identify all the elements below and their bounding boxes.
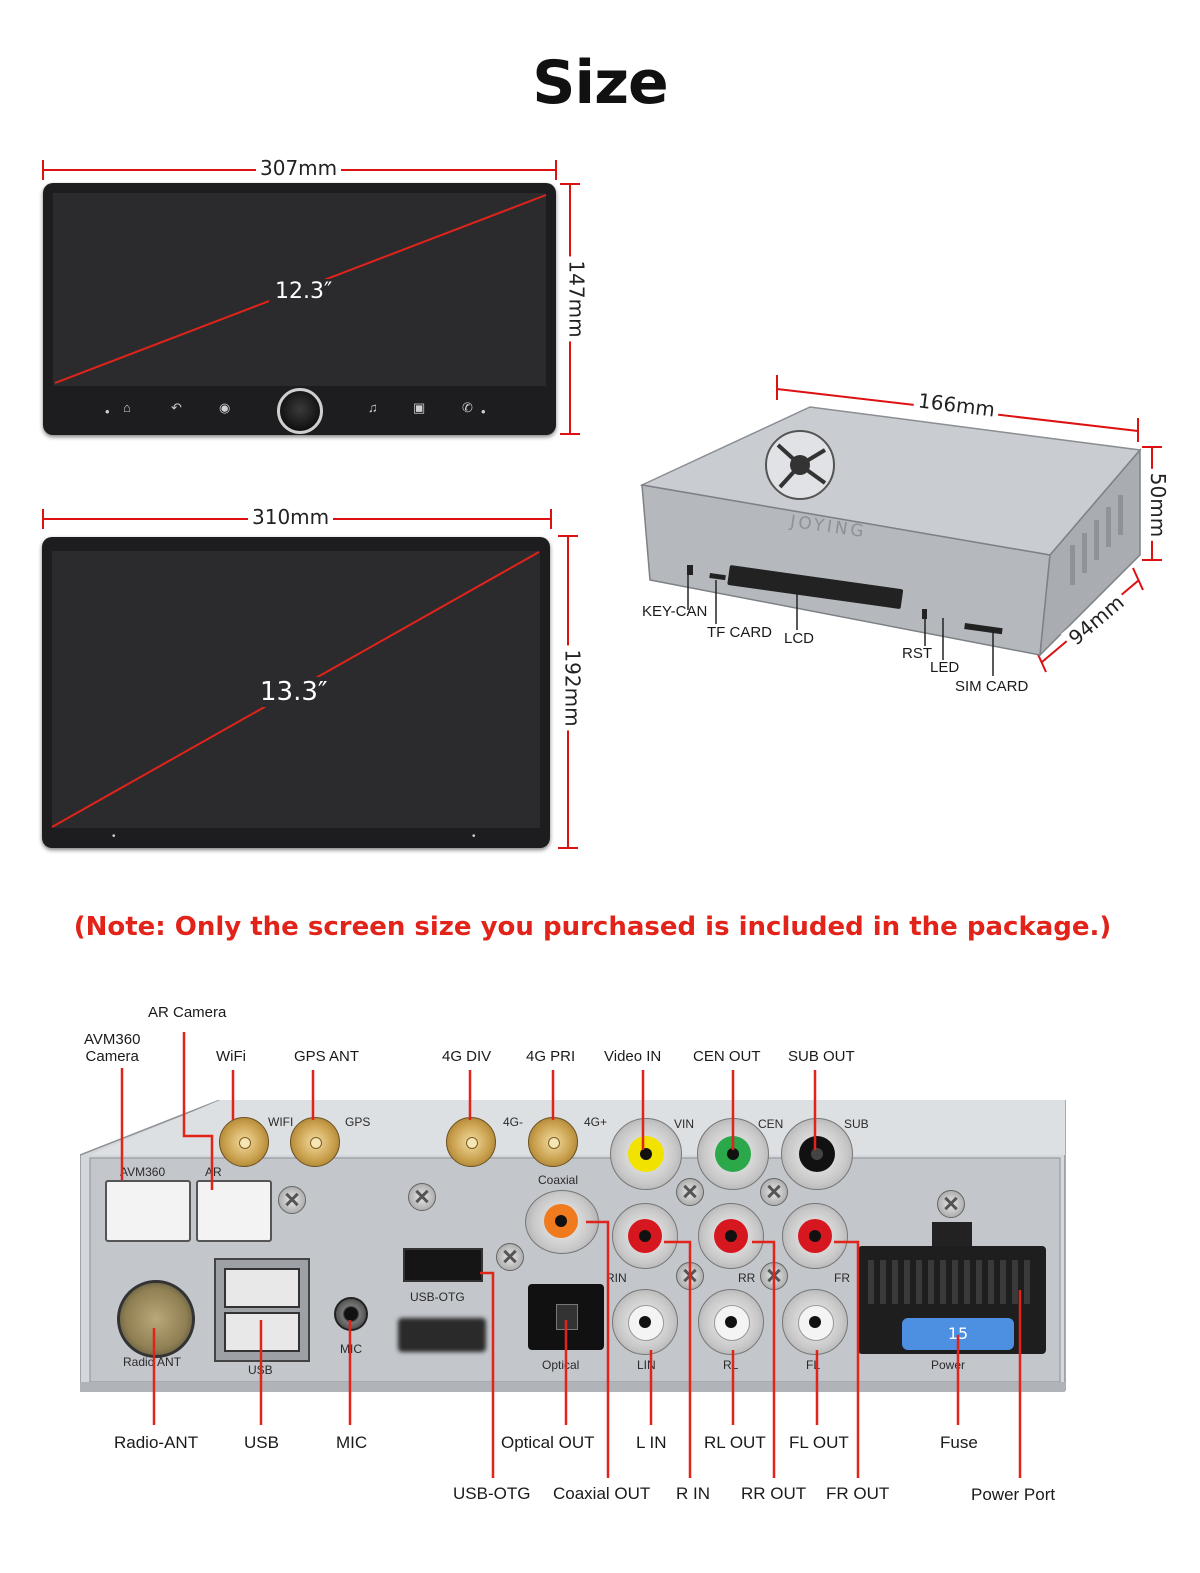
radio-icon[interactable]: ▣ [413,400,426,415]
panel-text-cen: CEN [758,1117,784,1131]
video-in-jack[interactable] [610,1118,682,1190]
label-usb: USB [244,1433,279,1452]
screen-13-3: 13.3″ • • [42,537,550,848]
usb-port-top[interactable] [224,1268,300,1308]
screw-icon [496,1243,524,1271]
label-fr-out: FR OUT [826,1484,890,1503]
label-coaxial-out: Coaxial OUT [553,1484,651,1503]
panel-text-4g-plus: 4G+ [584,1115,608,1129]
callout-led: LED [930,659,960,676]
diagonal-label: 13.3″ [254,677,334,707]
mic-dot-icon: • [105,404,110,419]
label-l-in: L IN [636,1433,667,1452]
panel-text-sub: SUB [844,1117,869,1131]
fl-out-jack[interactable] [782,1289,848,1355]
callout-key-can: KEY-CAN [642,603,708,620]
label-radio-ant: Radio-ANT [114,1433,199,1452]
label-4g-pri: 4G PRI [526,1048,576,1065]
panel-text-rin: RIN [606,1271,627,1285]
led-dot-icon: • [472,831,476,842]
diagonal-label: 12.3″ [269,279,339,304]
label-rl-out: RL OUT [704,1433,766,1452]
label-usb-otg: USB-OTG [453,1484,531,1503]
label-video-in: Video IN [604,1048,662,1065]
location-icon[interactable]: ◉ [219,400,231,415]
panel-text-gps: GPS [345,1115,371,1129]
label-4g-div: 4G DIV [442,1048,492,1065]
host-unit-box [639,406,1142,658]
width-label-13-3: 310mm [248,505,334,529]
rl-out-jack[interactable] [698,1289,764,1355]
screen-12-3: 12.3″ • ⌂ ↶ ◉ ♫ ▣ ✆ • [43,183,556,435]
led-dot-icon: • [481,404,486,419]
label-optical-out: Optical OUT [501,1433,595,1452]
screw-icon [408,1183,436,1211]
label-r-in: R IN [676,1484,710,1503]
mic-dot-icon: • [112,831,116,842]
panel-text-rr: RR [738,1271,756,1285]
volume-knob[interactable] [277,388,323,434]
panel-text-power: Power [931,1358,966,1372]
avm360-camera-port[interactable] [105,1180,191,1242]
callout-tf-card: TF CARD [707,624,772,641]
fr-out-jack[interactable] [782,1203,848,1269]
usb-otg-port[interactable] [403,1248,483,1282]
back-icon[interactable]: ↶ [171,400,182,415]
radio-antenna-port[interactable] [117,1280,195,1358]
panel-text-wifi: WIFI [268,1115,294,1129]
callout-sim-card: SIM CARD [955,678,1029,695]
height-label-12-3: 147mm [564,256,589,342]
panel-text-rl: RL [723,1358,739,1372]
box-callout-lines [687,570,994,676]
screw-icon [278,1186,306,1214]
panel-text-radio-ant: Radio ANT [123,1355,182,1369]
width-label-12-3: 307mm [256,156,342,180]
4g-pri-antenna-connector[interactable] [528,1117,578,1167]
package-note: (Note: Only the screen size you purchase… [73,912,1112,942]
power-port-latch [932,1222,972,1248]
wifi-antenna-connector[interactable] [219,1117,269,1167]
screw-icon [760,1178,788,1206]
panel-text-usb-otg: USB-OTG [410,1290,465,1304]
ar-camera-port[interactable] [196,1180,272,1242]
home-icon[interactable]: ⌂ [123,400,131,415]
label-cen-out: CEN OUT [693,1048,761,1065]
rr-out-jack[interactable] [698,1203,764,1269]
panel-text-avm360: AVM360 [120,1165,166,1179]
label-wifi: WiFi [216,1048,246,1065]
leader-lines [120,1032,1022,1478]
callout-lcd: LCD [784,630,815,647]
screw-icon [937,1190,965,1218]
panel-text-4g-minus: 4G- [503,1115,524,1129]
label-fl-out: FL OUT [789,1433,849,1452]
label-sub-out: SUB OUT [788,1048,855,1065]
phone-icon[interactable]: ✆ [462,400,473,415]
callout-rst: RST [902,645,932,662]
panel-text-fr: FR [834,1271,850,1285]
panel-text-ar: AR [205,1165,222,1179]
label-ar-camera: AR Camera [148,1004,227,1021]
panel-text-vin: VIN [674,1117,695,1131]
label-rr-out: RR OUT [741,1484,807,1503]
screw-icon [676,1178,704,1206]
sub-out-jack[interactable] [781,1118,853,1190]
l-in-jack[interactable] [612,1289,678,1355]
music-icon[interactable]: ♫ [368,400,378,415]
label-mic: MIC [336,1433,368,1452]
label-fuse: Fuse [940,1433,978,1452]
page-title: Size [532,48,668,118]
r-in-jack[interactable] [612,1203,678,1269]
label-power-port: Power Port [971,1485,1056,1504]
gps-antenna-connector[interactable] [290,1117,340,1167]
label-gps-ant: GPS ANT [294,1048,360,1065]
panel-text-optical: Optical [542,1358,580,1372]
hdmi-port-blurred [398,1318,486,1352]
label-avm360-camera: AVM360 Camera [84,1031,141,1065]
box-height-label: 50mm [1146,468,1171,542]
panel-text-coaxial: Coaxial [538,1173,579,1187]
